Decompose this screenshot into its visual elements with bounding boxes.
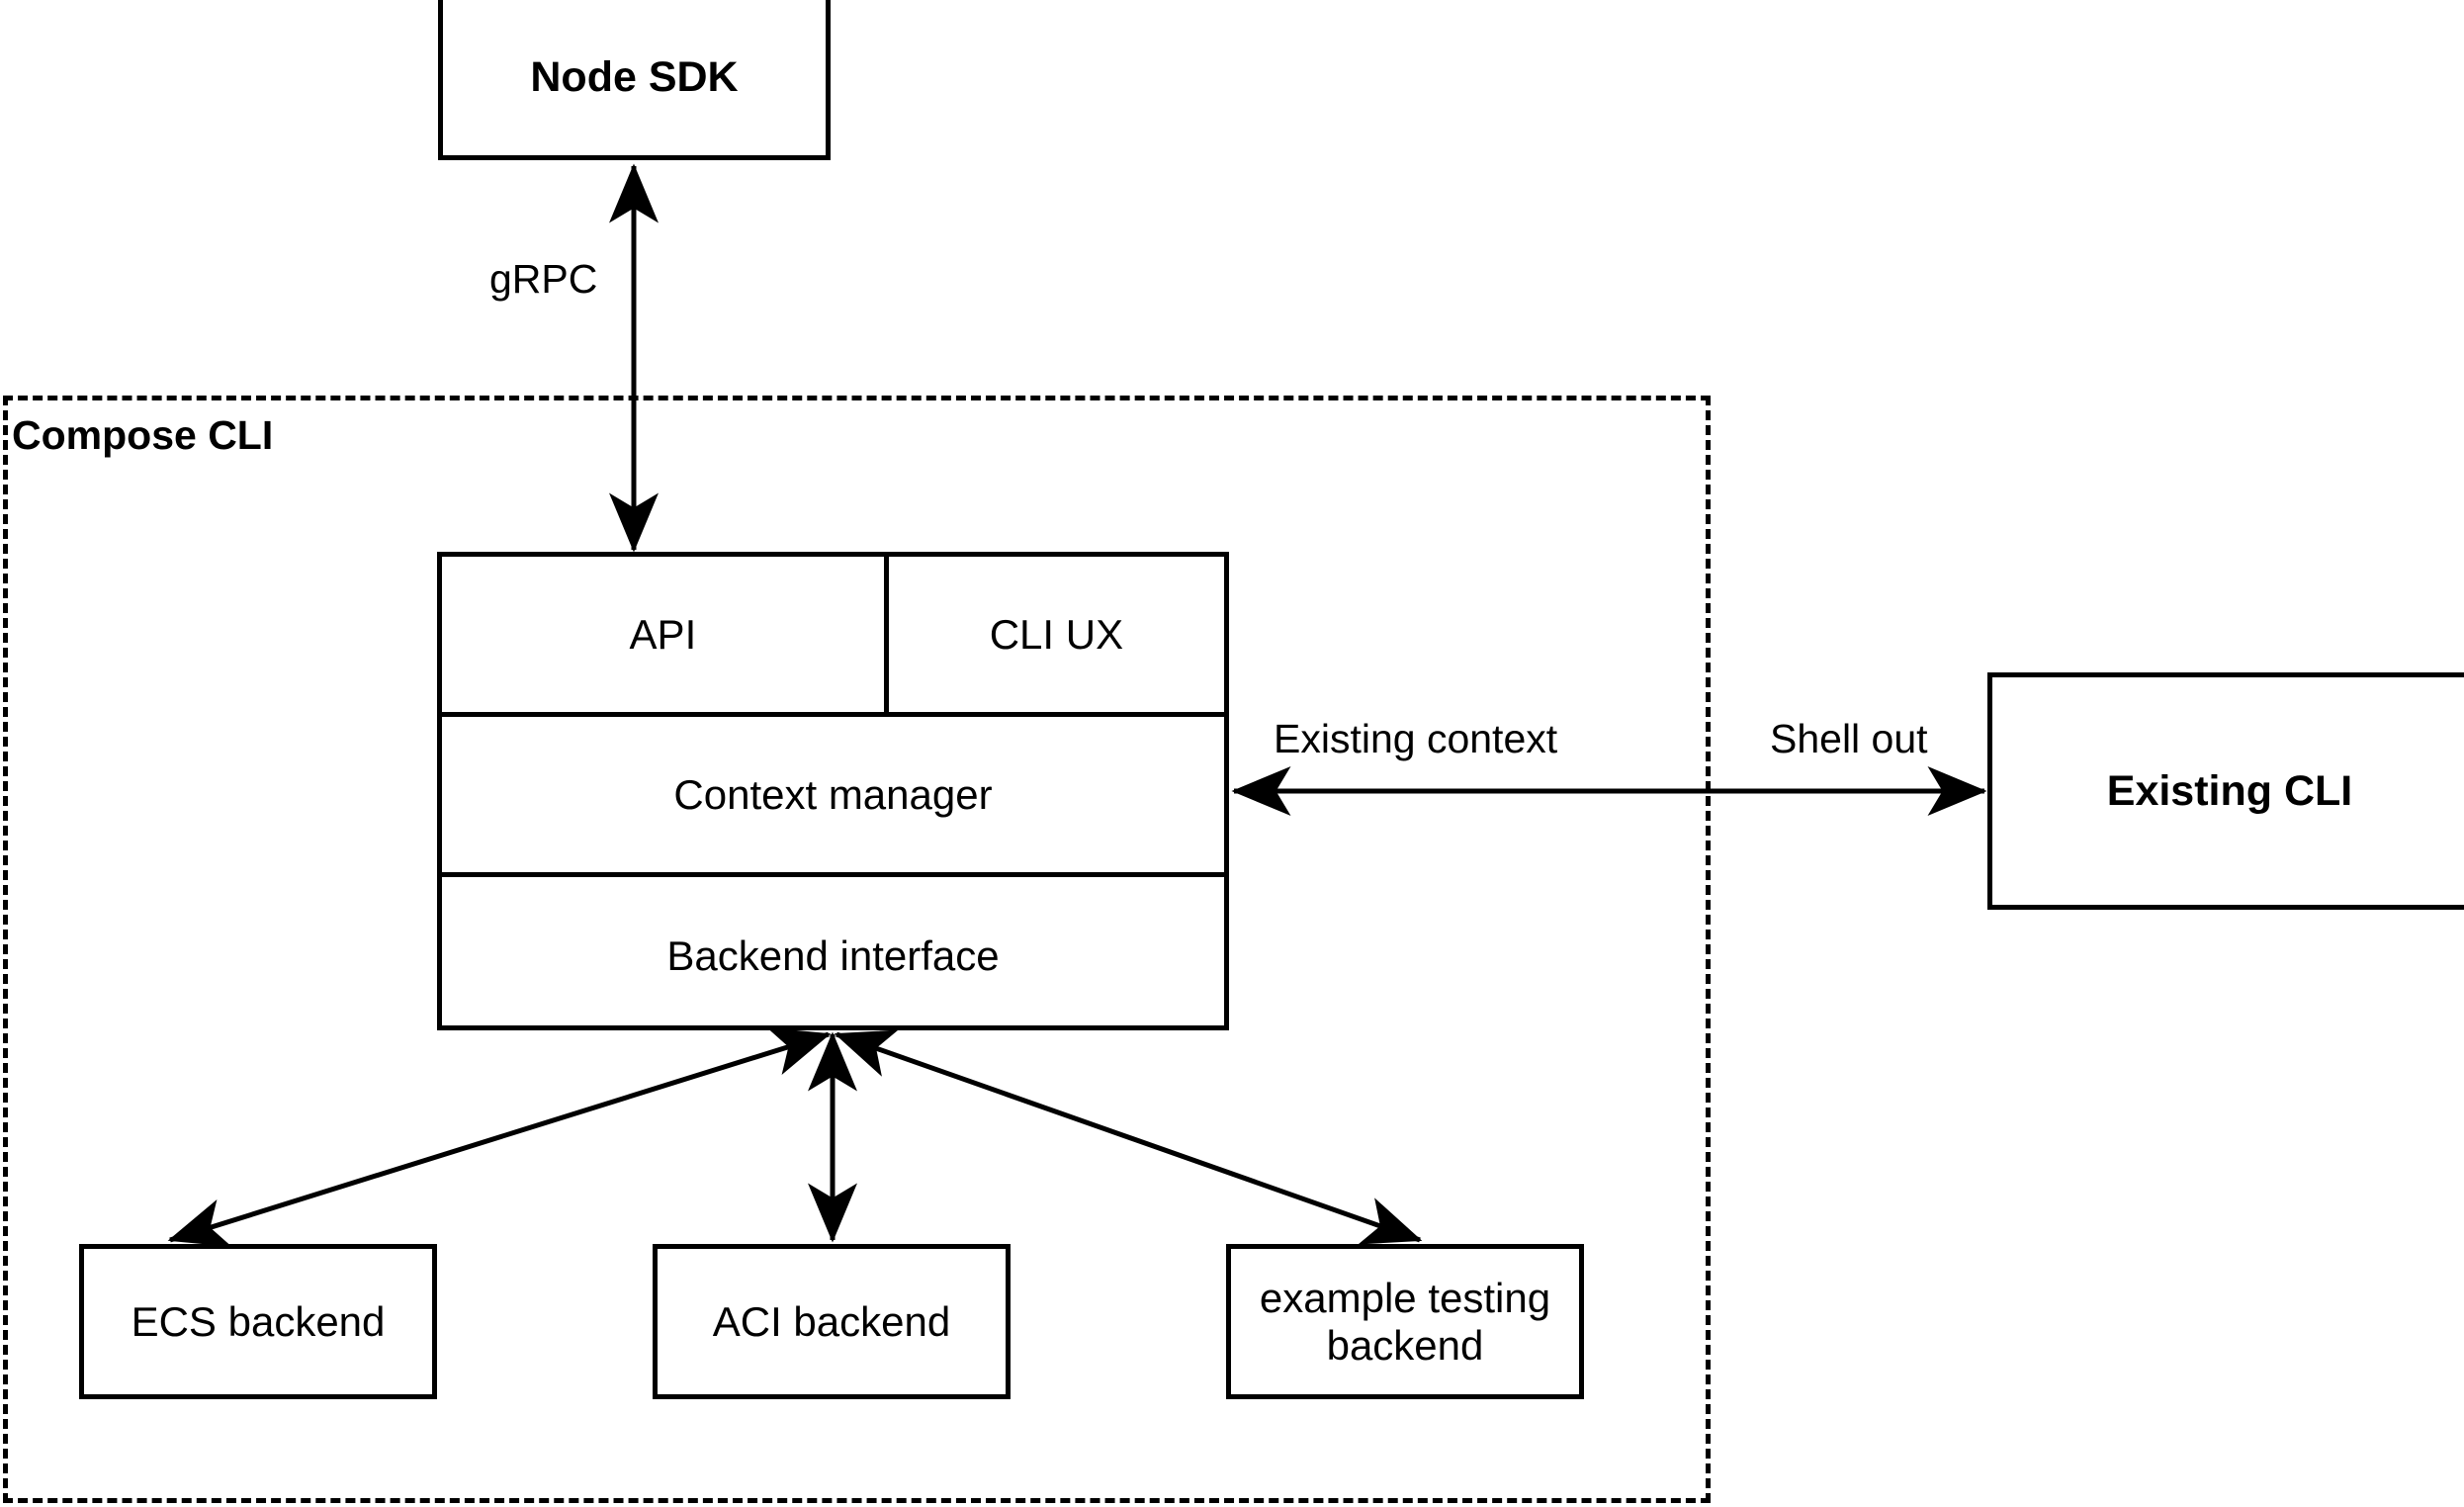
compose-cli-group-title: Compose CLI bbox=[12, 412, 274, 458]
cli-ux-label: CLI UX bbox=[989, 610, 1124, 658]
core-stack-row-top: API CLI UX bbox=[442, 557, 1224, 717]
ecs-backend-box[interactable]: ECS backend bbox=[79, 1244, 437, 1399]
edge-label-existing-context: Existing context bbox=[1274, 716, 1558, 761]
node-sdk-box[interactable]: Node SDK bbox=[438, 0, 831, 160]
example-testing-backend-label: example testing backend bbox=[1259, 1275, 1551, 1369]
context-manager-label: Context manager bbox=[673, 770, 993, 818]
core-stack-row-bottom: Backend interface bbox=[442, 877, 1224, 1035]
compose-cli-group-box bbox=[3, 396, 1711, 1503]
context-manager-cell[interactable]: Context manager bbox=[442, 717, 1224, 872]
api-cell[interactable]: API bbox=[442, 557, 889, 712]
ecs-backend-label: ECS backend bbox=[131, 1297, 386, 1345]
backend-interface-label: Backend interface bbox=[666, 932, 1000, 979]
core-stack-row-middle: Context manager bbox=[442, 717, 1224, 877]
existing-cli-label: Existing CLI bbox=[2106, 766, 2353, 815]
edge-label-shell-out: Shell out bbox=[1770, 716, 1928, 761]
compose-cli-core-stack: API CLI UX Context manager Backend inter… bbox=[437, 552, 1229, 1030]
edge-label-grpc: gRPC bbox=[489, 256, 598, 302]
aci-backend-label: ACI backend bbox=[712, 1297, 951, 1345]
api-label: API bbox=[629, 610, 697, 658]
cli-ux-cell[interactable]: CLI UX bbox=[889, 557, 1224, 712]
example-testing-backend-box[interactable]: example testing backend bbox=[1226, 1244, 1584, 1399]
aci-backend-box[interactable]: ACI backend bbox=[653, 1244, 1011, 1399]
existing-cli-box[interactable]: Existing CLI bbox=[1987, 672, 2464, 910]
node-sdk-label: Node SDK bbox=[530, 53, 739, 102]
backend-interface-cell[interactable]: Backend interface bbox=[442, 877, 1224, 1035]
